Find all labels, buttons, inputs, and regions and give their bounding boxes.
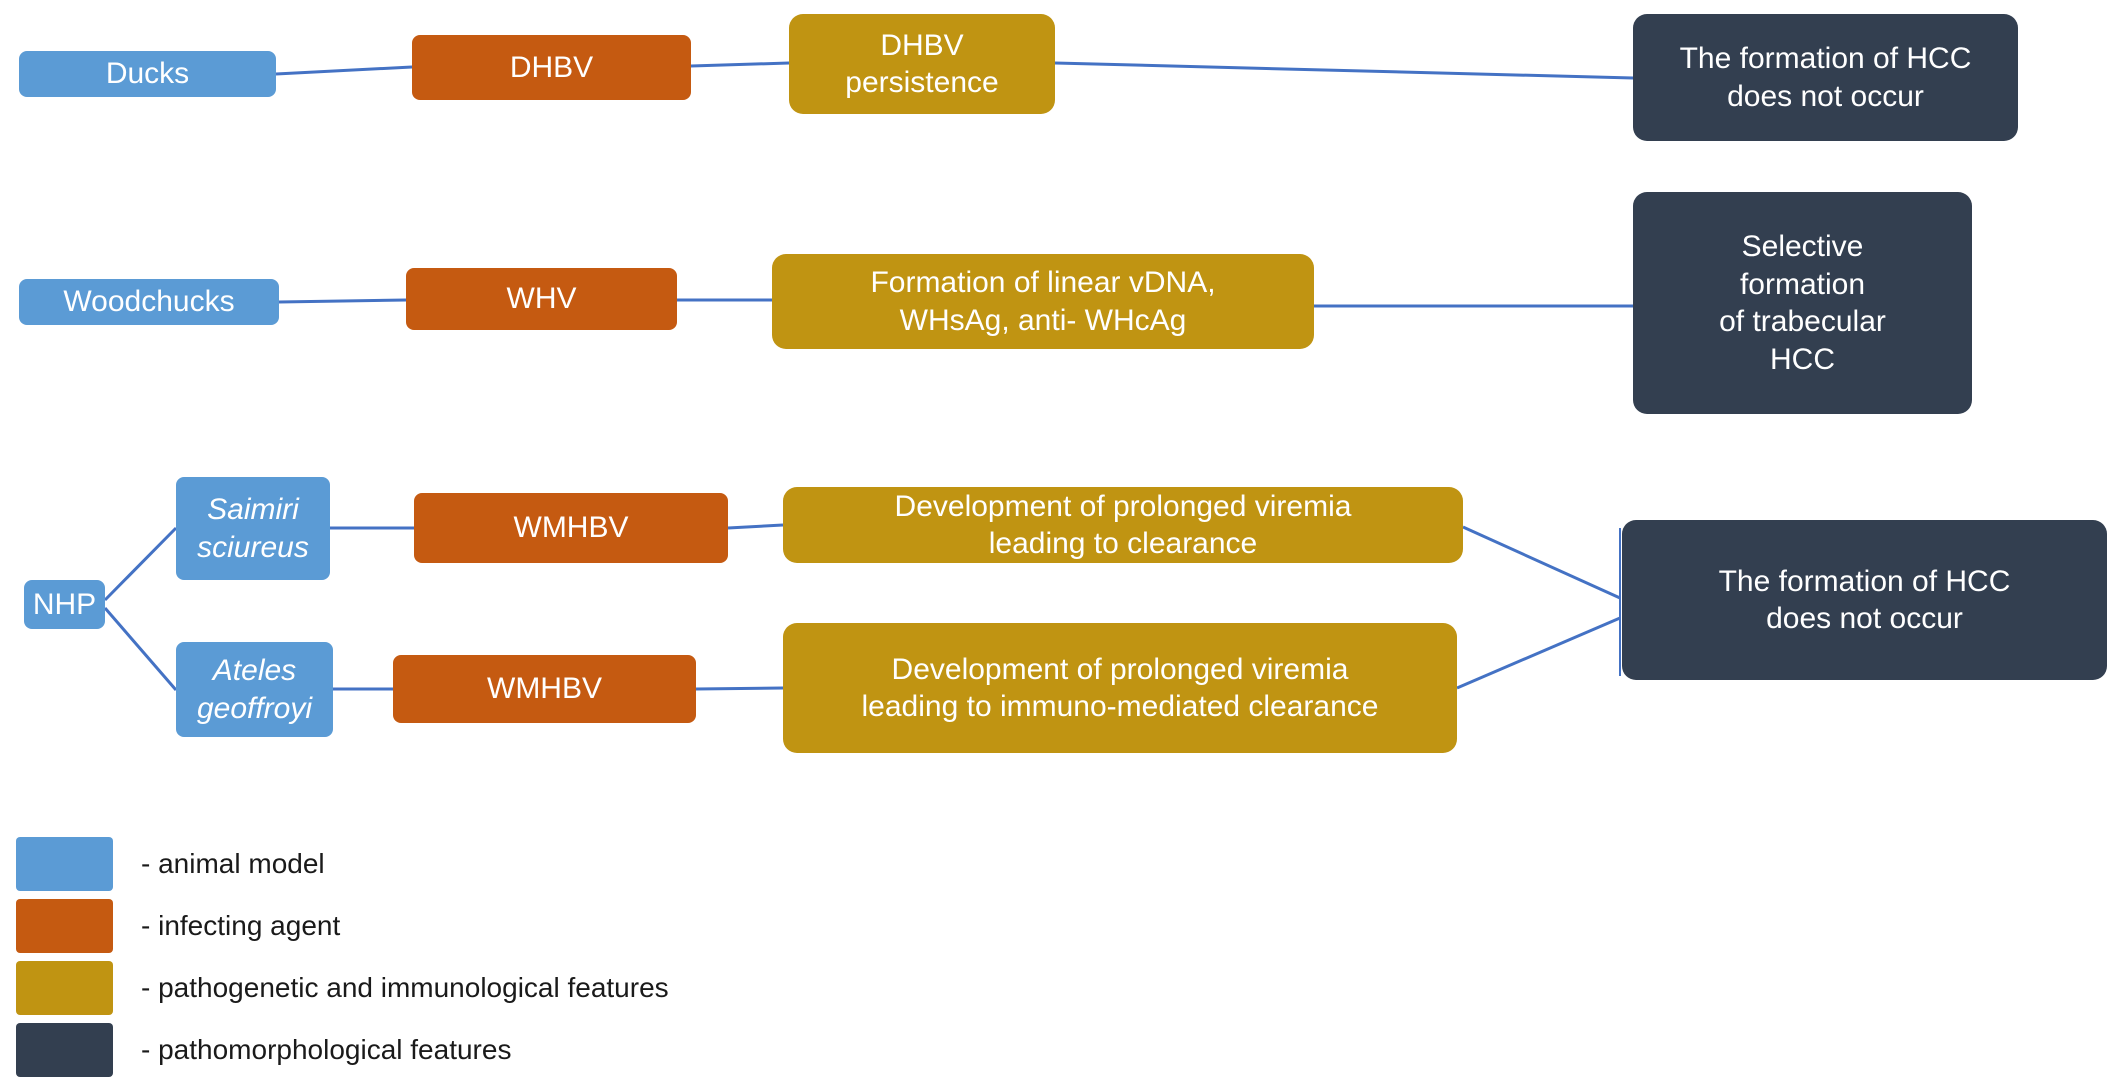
node-linear-vdna: Formation of linear vDNA, WHsAg, anti- W…	[772, 254, 1314, 349]
node-dhbv-persistence: DHBV persistence	[789, 14, 1055, 114]
node-viremia-immuno-mediated-clearance: Development of prolonged viremia leading…	[783, 623, 1457, 753]
legend-label-pathogenetic-features: - pathogenetic and immunological feature…	[141, 972, 669, 1003]
node-woodchucks: Woodchucks	[19, 279, 279, 325]
legend: - animal model - infecting agent - patho…	[16, 837, 669, 1084]
node-ducks: Ducks	[19, 51, 276, 97]
legend-swatch-pathomorphological-features	[16, 1023, 113, 1077]
legend-item-infecting-agent: - infecting agent	[16, 899, 669, 953]
legend-label-animal-model: - animal model	[141, 848, 325, 879]
legend-swatch-animal-model	[16, 837, 113, 891]
legend-label-infecting-agent: - infecting agent	[141, 910, 341, 941]
legend-item-pathogenetic-features: - pathogenetic and immunological feature…	[16, 961, 669, 1015]
node-wmhbv-ateles: WMHBV	[393, 655, 696, 723]
node-hcc-not-occur-row1: The formation of HCC does not occur	[1633, 14, 2018, 141]
node-ateles-geoffroyi: Ateles geoffroyi	[176, 642, 333, 737]
node-viremia-clearance: Development of prolonged viremia leading…	[783, 487, 1463, 563]
legend-item-animal-model: - animal model	[16, 837, 669, 891]
node-saimiri-sciureus: Saimiri sciureus	[176, 477, 330, 580]
node-nhp: NHP	[24, 580, 105, 629]
node-dhbv: DHBV	[412, 35, 691, 100]
node-whv: WHV	[406, 268, 677, 330]
legend-swatch-pathogenetic-features	[16, 961, 113, 1015]
node-hcc-not-occur-row3: The formation of HCC does not occur	[1622, 520, 2107, 680]
legend-swatch-infecting-agent	[16, 899, 113, 953]
legend-label-pathomorphological-features: - pathomorphological features	[141, 1034, 512, 1065]
node-wmhbv-saimiri: WMHBV	[414, 493, 728, 563]
node-selective-trabecular-hcc: Selective formation of trabecular HCC	[1633, 192, 1972, 414]
legend-item-pathomorphological-features: - pathomorphological features	[16, 1023, 669, 1077]
